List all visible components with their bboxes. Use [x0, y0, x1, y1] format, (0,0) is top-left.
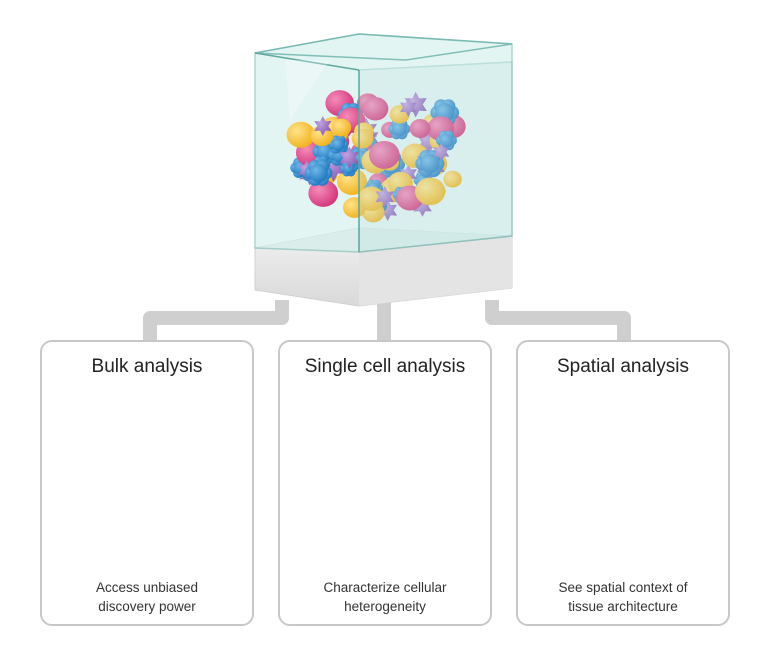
yellow-cell	[414, 177, 446, 206]
blue-cell	[415, 150, 445, 178]
purple-cell	[413, 195, 432, 217]
purple-cell	[378, 199, 398, 221]
panel-bulk-analysis: Bulk analysis Access unbiased discovery …	[40, 340, 254, 626]
panel-title-spatial: Spatial analysis	[556, 356, 690, 377]
purple-cell	[399, 164, 417, 184]
blue-cell	[340, 160, 358, 177]
purple-cell	[375, 186, 395, 208]
purple-cell	[314, 116, 332, 136]
yellow-cell	[331, 118, 352, 137]
caption-line: discovery power	[98, 599, 196, 614]
panel-single-cell-analysis: Single cell analysis Characterize cellul…	[278, 340, 492, 626]
glass-box-front	[254, 52, 513, 253]
caption-line: Access unbiased	[95, 580, 199, 595]
panel-title-bulk: Bulk analysis	[91, 356, 203, 377]
pink-cell	[368, 140, 400, 169]
caption-line: See spatial context of	[558, 580, 688, 595]
purple-cell	[433, 142, 450, 162]
panel-caption-bulk: Access unbiased discovery power	[50, 578, 244, 616]
caption-line: tissue architecture	[568, 599, 678, 614]
panel-caption-spatial: See spatial context of tissue architectu…	[526, 578, 720, 616]
purple-cell	[400, 97, 417, 117]
pink-cell	[362, 97, 389, 121]
blue-cell	[304, 159, 333, 186]
purple-cell	[320, 150, 347, 182]
pink-cell	[308, 179, 339, 207]
yellow-cell	[443, 170, 462, 188]
panel-spatial-analysis: Spatial analysis See spatial context of …	[516, 340, 730, 626]
purple-cell	[417, 129, 440, 155]
caption-line: heterogeneity	[344, 599, 426, 614]
panel-caption-single-cell: Characterize cellular heterogeneity	[288, 578, 482, 616]
tumor-sample-cells	[286, 90, 466, 223]
yellow-cell	[286, 121, 316, 148]
connector-lines	[143, 300, 631, 342]
yellow-cell	[351, 128, 374, 149]
purple-cell	[404, 91, 427, 118]
purple-cell	[339, 146, 360, 169]
pink-cell	[409, 119, 431, 138]
blue-cell	[435, 130, 457, 151]
panel-title-single-cell: Single cell analysis	[304, 356, 466, 377]
caption-line: Characterize cellular	[323, 580, 447, 595]
